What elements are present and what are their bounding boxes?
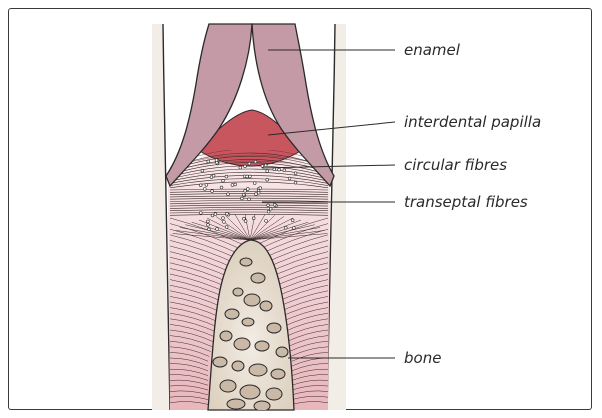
fibre-dot bbox=[207, 223, 210, 226]
fibre-dot bbox=[244, 220, 247, 223]
fibre-dot bbox=[211, 190, 214, 193]
fibre-dot bbox=[216, 228, 219, 231]
bone-pore bbox=[227, 399, 245, 409]
fibre-dot bbox=[203, 188, 206, 191]
fibre-dot bbox=[246, 188, 249, 191]
fibre-dot bbox=[246, 175, 249, 178]
fibre-dot bbox=[205, 184, 208, 187]
fibre-dot bbox=[222, 217, 225, 220]
fibre-dot bbox=[222, 179, 225, 182]
fibre-dot bbox=[208, 228, 211, 231]
bone-pore bbox=[244, 294, 260, 306]
bone-pore bbox=[271, 369, 285, 379]
label-circular-fibres: circular fibres bbox=[404, 156, 507, 174]
fibre-dot bbox=[215, 159, 218, 162]
fibre-dot bbox=[273, 203, 276, 206]
label-transeptal-fibres: transeptal fibres bbox=[404, 193, 528, 211]
fibre-dot bbox=[234, 183, 237, 186]
fibre-dot bbox=[283, 169, 286, 172]
fibre-dot bbox=[291, 219, 294, 222]
bone-pore bbox=[240, 385, 260, 399]
fibre-dot bbox=[214, 213, 217, 216]
fibre-dot bbox=[220, 186, 223, 189]
bone-pore bbox=[242, 318, 254, 326]
fibre-dot bbox=[259, 187, 262, 190]
fibre-dot bbox=[267, 210, 270, 213]
fibre-dot bbox=[264, 164, 267, 167]
fibre-dot bbox=[207, 160, 210, 163]
fibre-dot bbox=[253, 182, 256, 185]
fibre-dot bbox=[249, 175, 252, 178]
fibre-dot bbox=[227, 193, 230, 196]
fibre-dot bbox=[265, 220, 268, 223]
label-bone: bone bbox=[404, 349, 441, 367]
fibre-dot bbox=[269, 207, 272, 210]
fibre-dot bbox=[211, 214, 214, 217]
fibre-dot bbox=[255, 193, 258, 196]
fibre-dot bbox=[267, 204, 270, 207]
fibre-dot bbox=[242, 193, 245, 196]
label-enamel: enamel bbox=[404, 41, 461, 59]
fibre-dot bbox=[254, 160, 257, 163]
bone-pore bbox=[240, 258, 252, 266]
fibre-dot bbox=[248, 162, 251, 165]
bone-pore bbox=[267, 323, 281, 333]
fibre-dot bbox=[294, 172, 297, 175]
bone-pore bbox=[233, 288, 243, 296]
fibre-dot bbox=[278, 168, 281, 171]
bone-pore bbox=[255, 341, 269, 351]
fibre-dot bbox=[225, 175, 228, 178]
bone-pore bbox=[251, 273, 265, 283]
fibre-dot bbox=[293, 227, 296, 230]
fibre-dot bbox=[241, 197, 244, 200]
fibre-dot bbox=[288, 177, 291, 180]
fibre-dot bbox=[244, 189, 247, 192]
fibre-dot bbox=[261, 165, 264, 168]
left-tooth-root bbox=[152, 24, 170, 410]
fibre-dot bbox=[199, 184, 202, 187]
fibre-dot bbox=[239, 166, 242, 169]
bone-pore bbox=[260, 301, 272, 311]
fibre-dot bbox=[223, 221, 226, 224]
fibre-dot bbox=[199, 212, 202, 215]
fibre-dot bbox=[226, 212, 229, 215]
fibre-dot bbox=[257, 191, 260, 194]
fibre-dot bbox=[244, 165, 247, 168]
fibre-dot bbox=[207, 220, 210, 223]
bone-pore bbox=[213, 357, 227, 367]
fibre-dot bbox=[231, 184, 234, 187]
label-interdental-papilla: interdental papilla bbox=[404, 113, 541, 131]
bone-pore bbox=[254, 401, 270, 411]
fibre-dot bbox=[248, 198, 251, 201]
bone-pore bbox=[220, 380, 236, 392]
fibre-dot bbox=[266, 170, 269, 173]
fibre-dot bbox=[266, 178, 269, 181]
right-tooth-root bbox=[327, 24, 346, 410]
fibre-dot bbox=[201, 169, 204, 172]
bone-pore bbox=[220, 331, 232, 341]
bone-pore bbox=[276, 347, 288, 357]
bone-pore bbox=[225, 309, 239, 319]
bone-pore bbox=[266, 388, 282, 400]
fibre-dot bbox=[225, 226, 228, 229]
fibre-dot bbox=[252, 217, 255, 220]
fibre-dot bbox=[284, 226, 287, 229]
bone-pore bbox=[232, 361, 244, 371]
fibre-dot bbox=[294, 181, 297, 184]
bone-pore bbox=[234, 338, 250, 350]
bone-pore bbox=[249, 364, 267, 376]
fibre-dot bbox=[212, 174, 215, 177]
